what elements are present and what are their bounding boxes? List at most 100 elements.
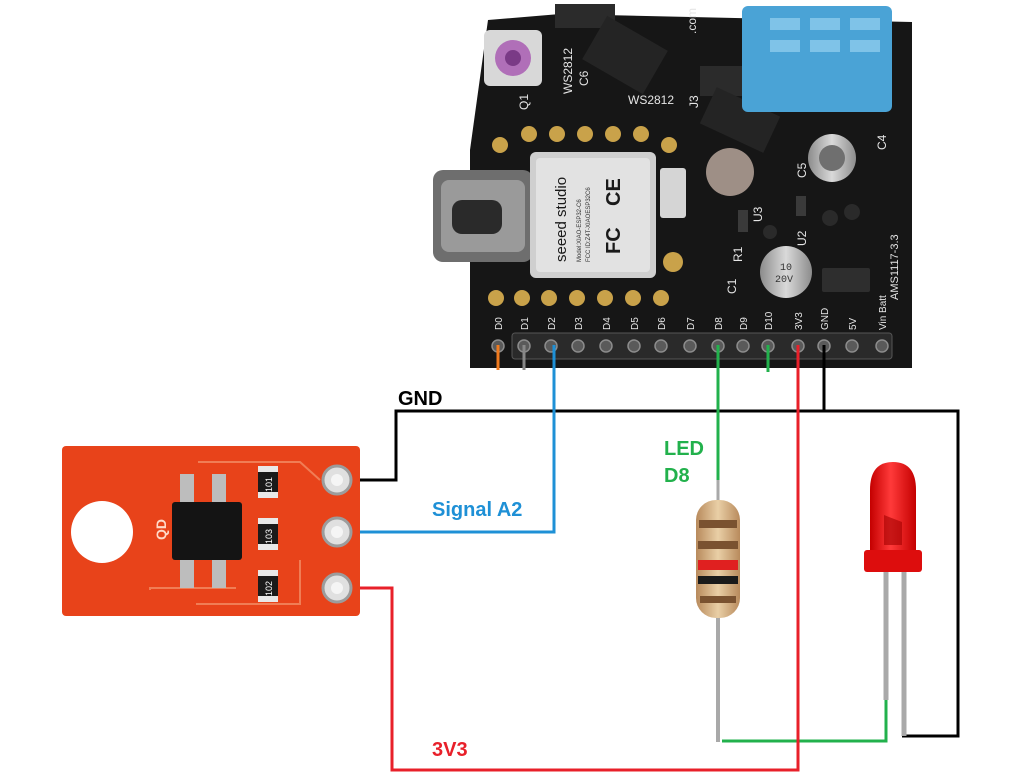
ws2812-rgb-led	[484, 30, 542, 86]
pin-label-vin-batt: Vin Batt	[878, 295, 889, 330]
sensor-label: QD	[153, 519, 169, 540]
header-pin-hole	[683, 339, 697, 353]
header-pin-hole	[571, 339, 585, 353]
module-model-2: FCC ID:Z4T-XIAOESP32C6	[586, 187, 592, 262]
sensor-resistors: 101 103 102	[258, 466, 278, 602]
sensor-lead	[212, 474, 226, 502]
led-d8-wire-return	[722, 700, 888, 743]
pin-label-d1: D1	[520, 317, 531, 330]
header-pin-hole	[875, 339, 889, 353]
smd-resistor-body	[258, 576, 278, 596]
smd-component	[796, 196, 806, 216]
smd-resistor-body	[258, 524, 278, 544]
pin-label-5v: 5V	[848, 317, 859, 330]
resistor-band-1	[699, 520, 737, 528]
header-pin-hole	[599, 339, 613, 353]
resistor-band-5	[700, 596, 736, 603]
pin-label-d10: D10	[764, 311, 775, 330]
pin-label-d3: D3	[574, 317, 585, 330]
photoresistor	[706, 148, 754, 196]
module-model-1: Model:XIAO-ESP32-C6	[577, 199, 583, 262]
resistor-band-4	[698, 576, 738, 584]
pin-label-gnd: GND	[820, 308, 831, 330]
pin-label-d9: D9	[739, 317, 750, 330]
smd-resistor-body	[258, 472, 278, 492]
smd-component	[738, 210, 748, 232]
gnd-wire-led	[824, 409, 960, 738]
electrolytic-capacitor-c5	[808, 134, 856, 182]
silk-c1: C1	[725, 278, 739, 294]
sensor-traces	[149, 461, 321, 605]
fc-mark: FC	[603, 227, 625, 254]
electrolytic-capacitor-c1: 10 20V	[760, 246, 812, 298]
silk-ams1117: AMS1117-3.3	[889, 234, 901, 300]
sensor-lead	[180, 560, 194, 588]
smd-component	[844, 204, 860, 220]
power-3v3-wire	[340, 345, 800, 772]
signal-label: Signal A2	[432, 499, 522, 521]
red-led	[864, 462, 922, 736]
gnd-label: GND	[398, 388, 442, 410]
silk-site: .com	[685, 8, 699, 34]
led-label-line1: LED	[664, 438, 704, 460]
header-pin-hole	[736, 339, 750, 353]
ir-sensor-chip	[172, 502, 242, 560]
jumper-headers	[555, 4, 781, 153]
pin-label-d0: D0	[494, 317, 505, 330]
xiao-esp32c6-module: seeed studio Model:XIAO-ESP32-C6 FCC ID:…	[530, 152, 656, 278]
silk-j3: J3	[687, 95, 701, 108]
silk-u3: U3	[751, 206, 765, 222]
cap-text-2: 20V	[775, 275, 793, 286]
sensor-lead	[212, 560, 226, 588]
smd-resistor-code: 101	[264, 477, 274, 492]
module-brand: seeed studio	[553, 177, 570, 262]
xiao-expansion-board: seeed studio Model:XIAO-ESP32-C6 FCC ID:…	[433, 4, 912, 368]
smd-resistor-code: 102	[264, 581, 274, 596]
ce-mark: CE	[603, 178, 625, 206]
pin-label-3v3: 3V3	[794, 312, 805, 330]
dht-sensor	[742, 6, 892, 112]
reset-button	[660, 168, 686, 218]
resistor-band-2	[698, 541, 738, 549]
wires	[340, 345, 960, 772]
power-label: 3V3	[432, 739, 468, 761]
silk-c6: C6	[577, 70, 591, 86]
silk-q1: Q1	[517, 94, 531, 110]
led-rim	[864, 550, 922, 572]
header-pin-hole	[654, 339, 668, 353]
silk-ws2812-b: WS2812	[628, 93, 674, 107]
resistor-body	[696, 500, 740, 618]
pin-label-d4: D4	[602, 317, 613, 330]
smd-component	[822, 210, 838, 226]
sensor-pins	[321, 464, 353, 604]
header-pin-hole	[845, 339, 859, 353]
mounting-hole	[71, 501, 133, 563]
led-inner	[884, 515, 902, 545]
led-label-line2: D8	[664, 465, 690, 487]
signal-a2-wire	[340, 345, 556, 534]
line-sensor-module: QD 101 103 102	[62, 446, 360, 616]
smd-resistor-code: 103	[264, 529, 274, 544]
silk-r1: R1	[731, 246, 745, 262]
bottom-pin-header	[511, 332, 893, 360]
silk-ws2812-a: WS2812	[561, 48, 575, 94]
pin-label-d6: D6	[657, 317, 668, 330]
antenna-connector	[663, 252, 683, 272]
resistor-band-3	[698, 560, 738, 570]
header-pin-hole	[627, 339, 641, 353]
smd-component	[763, 225, 777, 239]
silk-u2: U2	[795, 230, 809, 246]
pin-label-d7: D7	[686, 317, 697, 330]
sensor-lead	[180, 474, 194, 502]
pin-label-d5: D5	[630, 317, 641, 330]
led-dome	[870, 462, 916, 555]
pin-label-d8: D8	[714, 317, 725, 330]
usb-c-connector	[433, 170, 533, 262]
silk-c4: C4	[875, 134, 889, 150]
module-bottom-pins	[488, 290, 669, 306]
gnd-wire	[340, 345, 826, 482]
top-header-pins	[492, 126, 677, 153]
silk-c5: C5	[795, 162, 809, 178]
cap-text-1: 10	[780, 263, 792, 274]
